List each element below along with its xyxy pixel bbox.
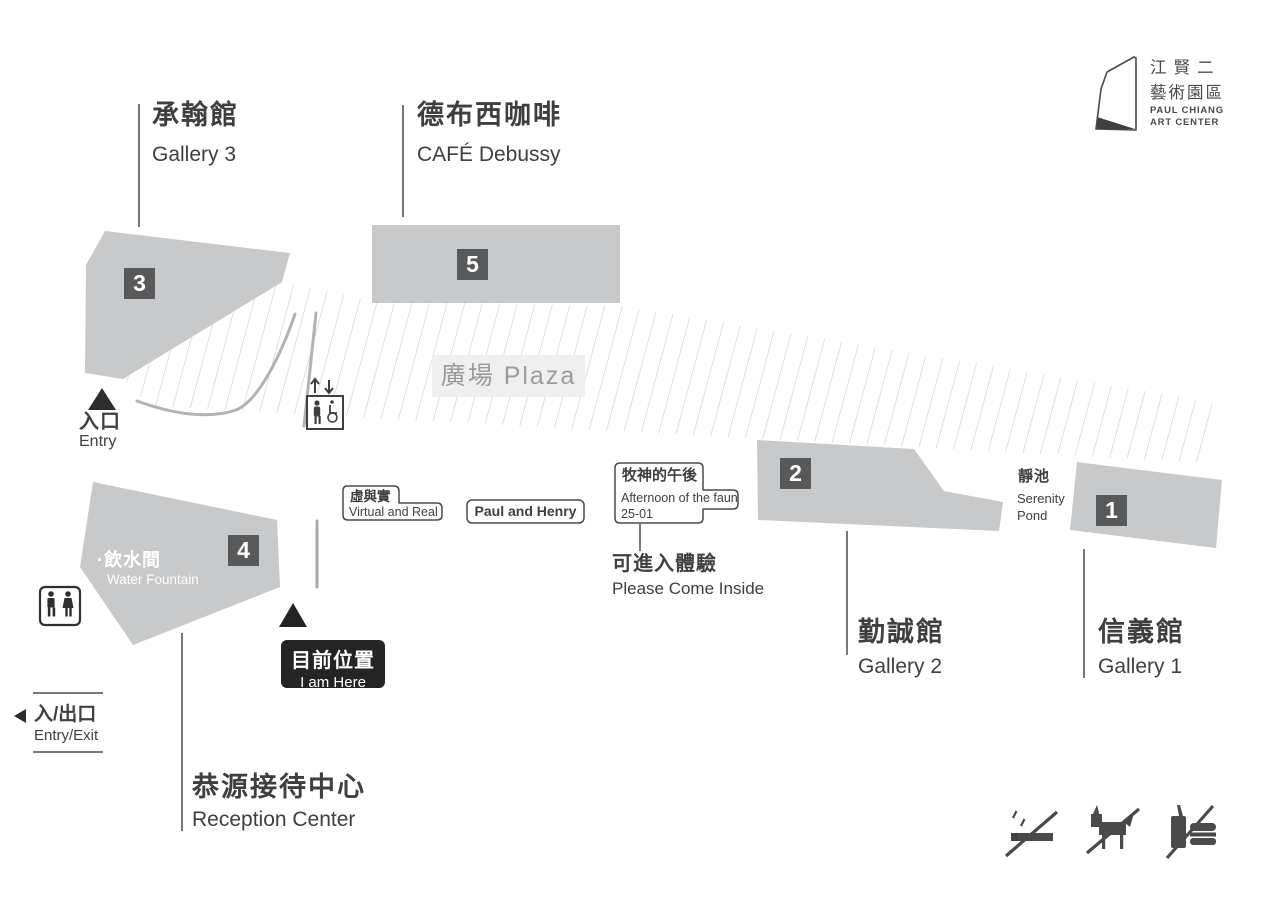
plaza-label: 廣場 Plaza — [432, 355, 585, 397]
cafe-label-zh: 德布西咖啡 — [417, 100, 562, 130]
label-lines — [138, 104, 1085, 831]
badge-gallery1: 1 — [1096, 495, 1127, 526]
you-are-here-en: I am Here — [300, 674, 366, 691]
entry-exit-label-zh: 入/出口 — [34, 704, 97, 725]
badge-cafe-debussy: 5 — [457, 249, 488, 280]
building-reception-shape — [80, 482, 280, 645]
come-inside-label-zh: 可進入體驗 — [612, 553, 717, 575]
come-inside-label-en: Please Come Inside — [612, 579, 765, 598]
gallery1-label-zh: 信義館 — [1098, 617, 1185, 647]
gallery3-label-zh: 承翰館 — [152, 100, 239, 130]
entry-marker-triangle — [88, 388, 116, 410]
no-smoking-icon — [1004, 810, 1059, 858]
buildings — [80, 225, 1222, 645]
virtual-and-real-zh: 虛與實 — [350, 489, 391, 504]
logo-text-zh-1: 江賢二 — [1150, 59, 1221, 77]
reception-label-zh: 恭源接待中心 — [192, 772, 366, 802]
restroom-icon — [38, 585, 82, 627]
no-food-drink-icon — [1165, 804, 1216, 860]
gallery2-label-en: Gallery 2 — [858, 655, 943, 678]
pond-label-en1: Serenity — [1017, 491, 1065, 506]
gallery3-label-en: Gallery 3 — [152, 143, 237, 166]
plaza-hatched-area — [123, 282, 1212, 463]
water-fountain-label-zh: ·飲水間 — [97, 550, 161, 570]
gallery1-label-en: Gallery 1 — [1098, 655, 1183, 678]
water-fountain-label-en: Water Fountain — [107, 572, 199, 587]
pond-label-zh: 靜池 — [1018, 468, 1051, 485]
pond-label-en2: Pond — [1017, 508, 1048, 523]
no-pets-icon — [1085, 805, 1141, 855]
virtual-and-real-en: Virtual and Real — [349, 505, 438, 519]
building-gallery2-shape — [757, 440, 1003, 531]
logo-text-en-2: ART CENTER — [1150, 117, 1220, 128]
building-cafe-debussy-shape — [372, 225, 620, 303]
badge-gallery2: 2 — [780, 458, 811, 489]
logo-text-zh-2: 藝術園區 — [1150, 84, 1224, 102]
paul-and-henry-label: Paul and Henry — [474, 503, 577, 519]
badge-gallery3: 3 — [124, 268, 155, 299]
afternoon-of-the-faun-code: 25-01 — [621, 507, 653, 521]
here-marker-triangle — [279, 603, 307, 627]
you-are-here-marker: 目前位置 I am Here — [281, 640, 385, 691]
building-gallery1-shape — [1070, 462, 1222, 548]
gallery2-label-zh: 勤誠館 — [858, 617, 945, 647]
entry-label-en: Entry — [79, 433, 117, 450]
logo-text-en-1: PAUL CHIANG — [1150, 105, 1224, 116]
entry-exit-label-en: Entry/Exit — [34, 727, 99, 744]
badge-reception: 4 — [228, 535, 259, 566]
afternoon-of-the-faun-zh: 牧神的午後 — [622, 467, 698, 484]
entry-label-zh: 入口 — [79, 411, 121, 433]
callout-outlines — [342, 462, 739, 524]
logo-stone-icon — [1095, 56, 1137, 131]
afternoon-of-the-faun-callout — [614, 462, 739, 524]
virtual-and-real-callout — [342, 485, 443, 521]
you-are-here-zh: 目前位置 — [291, 650, 375, 672]
accessible-elevator-icon — [306, 377, 344, 430]
entry-exit-sign — [14, 692, 103, 753]
reception-label-en: Reception Center — [192, 808, 356, 831]
cafe-label-en: CAFÉ Debussy — [417, 143, 561, 166]
paul-and-henry-callout — [466, 499, 585, 524]
afternoon-of-the-faun-en: Afternoon of the faun — [621, 491, 738, 505]
entry-exit-arrow-icon — [14, 709, 26, 723]
